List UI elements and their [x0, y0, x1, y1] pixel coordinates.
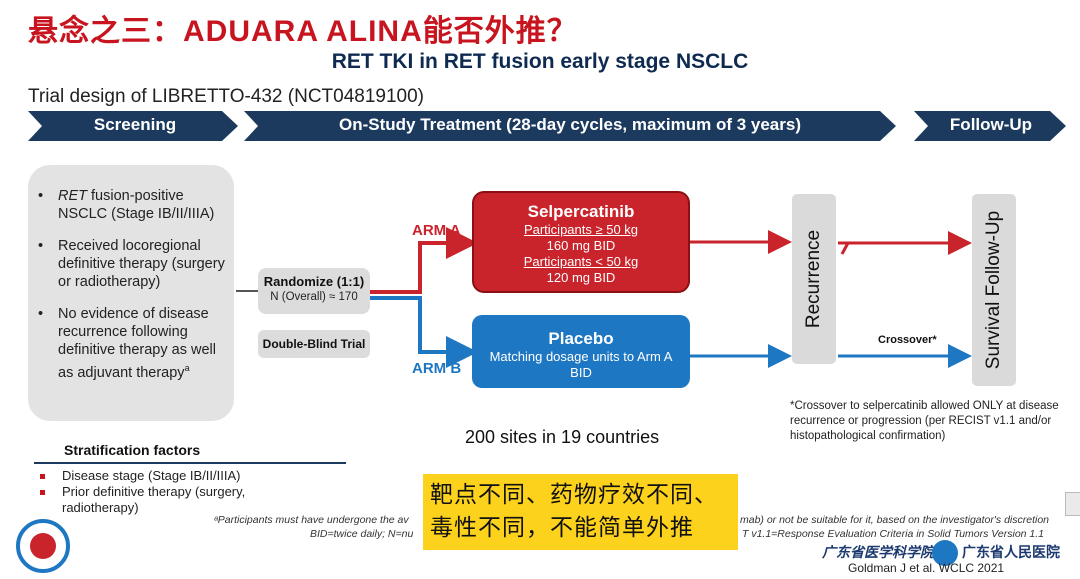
survival-box: Survival Follow-Up	[972, 194, 1016, 386]
arm-a-line3: Participants < 50 kg	[523, 254, 639, 269]
overlay-note-box	[423, 474, 738, 550]
footnote-2a: BID=twice daily; N=nu	[310, 528, 414, 540]
crossover-note: *Crossover to selpercatinib allowed ONLY…	[790, 400, 1059, 442]
randomize-n: N (Overall) ≈ 170	[270, 291, 358, 303]
stratification-item: Prior definitive therapy (surgery, radio…	[40, 484, 300, 516]
arm-a-box: Selpercatinib Participants ≥ 50 kg 160 m…	[472, 191, 690, 293]
arm-b-drug: Placebo	[548, 329, 614, 348]
eligibility-list: •RET fusion-positive NSCLC (Stage IB/II/…	[36, 187, 232, 396]
arm-a-line1: Participants ≥ 50 kg	[523, 222, 639, 237]
overlay-note-text: 靶点不同、药物疗效不同、 毒性不同，不能简单外推	[430, 481, 718, 540]
arm-b-box: Placebo Matching dosage units to Arm A B…	[472, 315, 690, 388]
arm-a-label: ARM A	[412, 222, 461, 239]
banner-treatment: On-Study Treatment (28-day cycles, maxim…	[338, 115, 801, 134]
followup-chevron	[914, 111, 1066, 141]
org-name-1: 广东省医学科学院	[822, 544, 934, 560]
eligibility-item: •Received locoregional definitive therap…	[38, 238, 225, 290]
footnote-1b: mab) or not be suitable for it, based on…	[740, 514, 1050, 526]
banner-screening: Screening	[93, 115, 177, 134]
eligibility-item: •RET fusion-positive NSCLC (Stage IB/II/…	[38, 188, 215, 222]
randomize-title: Randomize (1:1)	[263, 274, 365, 289]
footnote-1a: ᵃParticipants must have undergone the av	[214, 514, 409, 526]
banner-followup: Follow-Up	[949, 115, 1033, 134]
org-logo-icon	[932, 540, 958, 566]
screening-chevron	[28, 111, 238, 141]
arm-b-line2: BID	[570, 365, 592, 380]
treatment-chevron	[244, 111, 896, 141]
randomize-box: Randomize (1:1) N (Overall) ≈ 170	[258, 268, 370, 314]
recurrence-label: Recurrence	[803, 229, 824, 329]
hospital-logo-icon	[16, 519, 70, 573]
citation: Goldman J et al. WCLC 2021	[848, 561, 1005, 575]
arm-a-line4: 120 mg BID	[546, 270, 616, 285]
slide-subtitle: RET TKI in RET fusion early stage NSCLC	[331, 50, 749, 73]
stratification-divider	[34, 462, 346, 464]
footnote-2b: T v1.1=Response Evaluation Criteria in S…	[742, 528, 1045, 540]
arm-b-line1: Matching dosage units to Arm A	[489, 349, 673, 364]
phase-banners	[28, 111, 1066, 141]
survival-label: Survival Follow-Up	[983, 210, 1004, 370]
arm-b-label: ARM B	[412, 360, 462, 377]
stratification-title: Stratification factors	[64, 442, 201, 458]
sites-label: 200 sites in 19 countries	[465, 427, 660, 447]
double-blind-box: Double-Blind Trial	[258, 330, 370, 358]
side-panel-icon[interactable]	[1065, 492, 1080, 516]
arm-a-line2: 160 mg BID	[546, 238, 616, 253]
stratification-list: Disease stage (Stage IB/II/IIIA) Prior d…	[40, 468, 300, 516]
trial-design-label: Trial design of LIBRETTO-432 (NCT0481910…	[28, 86, 425, 107]
eligibility-panel	[28, 165, 234, 421]
eligibility-item: •No evidence of disease recurrence follo…	[38, 306, 216, 381]
arm-a-drug: Selpercatinib	[527, 202, 635, 221]
slide-title-cn: 悬念之三：ADUARA ALINA能否外推？	[28, 15, 578, 48]
recurrence-box: Recurrence	[792, 194, 836, 364]
org-name-2: 广东省人民医院	[962, 544, 1060, 560]
crossover-label: Crossover*	[878, 334, 937, 346]
stratification-item: Disease stage (Stage IB/II/IIIA)	[40, 468, 300, 484]
